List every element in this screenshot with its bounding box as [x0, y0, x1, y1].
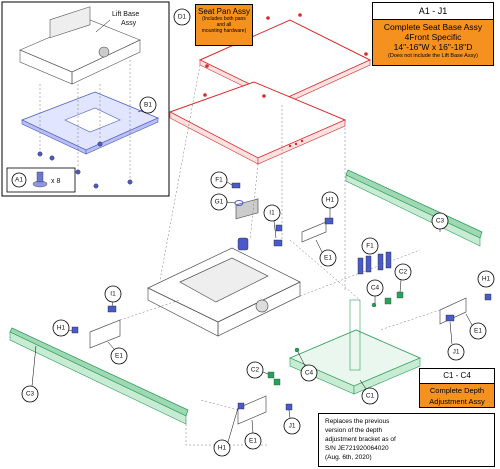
callout-b1: B1 — [137, 96, 157, 114]
svg-text:E1: E1 — [324, 255, 332, 262]
lift-base-title-1: Lift Base — [112, 11, 139, 18]
callout-e1-bottom: E1 — [244, 419, 262, 450]
svg-text:C4: C4 — [371, 285, 380, 292]
callout-h1-right: H1 — [477, 270, 495, 288]
seat-base-range-box: A1 - J1 — [372, 2, 494, 20]
callout-e1-left: E1 — [107, 341, 128, 365]
note-line2: version of the depth — [325, 427, 383, 434]
callout-c1: C1 — [359, 379, 379, 405]
svg-text:C1: C1 — [366, 393, 375, 400]
callout-e1-top: E1 — [315, 239, 337, 267]
depth-assy-line2: Adjustment Assy — [429, 397, 485, 406]
bracket-hardware — [71, 182, 492, 411]
callout-c3-left: C3 — [21, 345, 39, 403]
callout-a1-text: A1 — [15, 177, 23, 184]
svg-text:G1: G1 — [215, 199, 224, 206]
svg-text:E1: E1 — [249, 438, 257, 445]
callout-d1-text: D1 — [178, 14, 187, 21]
svg-text:I1: I1 — [110, 291, 116, 298]
callout-i1-top: I1 — [263, 204, 281, 239]
green-rail-right — [345, 169, 483, 247]
note-line4: S/N JE721920064020 — [325, 445, 389, 452]
svg-text:C3: C3 — [436, 218, 445, 225]
callout-e1-right: E1 — [465, 313, 487, 340]
lift-base-mount-plate — [20, 91, 160, 155]
callout-j1-bottom: J1 — [283, 409, 301, 435]
depth-assy-range-box: C1 - C4 — [419, 368, 495, 384]
svg-text:F1: F1 — [366, 243, 374, 250]
svg-text:C3: C3 — [26, 391, 35, 398]
green-rail-left — [9, 327, 189, 425]
callout-d1: D1 — [173, 8, 191, 26]
svg-text:C2: C2 — [251, 367, 260, 374]
callout-i1-left: I1 — [104, 285, 122, 307]
callout-f1-mid: F1 — [361, 237, 379, 255]
seat-base-line4: (Does not include the Lift Base Assy) — [388, 53, 478, 59]
depth-assy-line1: Complete Depth — [429, 386, 485, 395]
green-hardware — [267, 291, 404, 386]
svg-text:C4: C4 — [305, 370, 314, 377]
svg-text:E1: E1 — [115, 353, 123, 360]
svg-text:I1: I1 — [269, 210, 275, 217]
callout-c4-bottom: C4 — [297, 351, 318, 382]
svg-text:J1: J1 — [453, 349, 460, 356]
lift-base-inset: Lift Base Assy — [1, 1, 170, 197]
lift-base-title-2: Assy — [121, 20, 137, 27]
callout-h1-left: H1 — [52, 319, 73, 337]
svg-text:J1: J1 — [289, 423, 296, 430]
seat-pan-bottom — [168, 81, 347, 165]
svg-text:H1: H1 — [57, 325, 66, 332]
a1-qty: x 8 — [51, 178, 60, 185]
callout-b1-text: B1 — [144, 102, 152, 109]
svg-text:F1: F1 — [215, 177, 223, 184]
seat-base-line1: Complete Seat Base Assy — [383, 22, 483, 32]
seat-pan-note-2: and all — [216, 22, 232, 28]
note-line3: adjustment bracket as of — [325, 436, 396, 443]
lift-base-bolts — [37, 141, 133, 189]
callout-c4-right: C4 — [366, 279, 384, 303]
callout-c3-right: C3 — [431, 212, 449, 232]
seat-pan-title: Seat Pan Assy — [197, 7, 251, 16]
seat-base-line2: 4Front Specific — [404, 32, 462, 42]
seat-pan-note-1: (Includes both pans — [202, 16, 246, 22]
svg-text:H1: H1 — [218, 445, 227, 452]
center-mount-bolts — [237, 224, 283, 251]
callout-g1: G1 — [210, 193, 236, 211]
replacement-note-box: Replaces the previous version of the dep… — [318, 413, 495, 467]
note-line1: Replaces the previous — [325, 418, 390, 425]
seat-base-range: A1 - J1 — [418, 6, 448, 16]
callout-h1-bottom: H1 — [213, 407, 239, 457]
dashed-assembly-lines — [119, 64, 441, 446]
callout-f1-top: F1 — [210, 171, 233, 189]
svg-text:H1: H1 — [326, 197, 335, 204]
depth-assy-range: C1 - C4 — [443, 371, 471, 380]
callout-c2-right: C2 — [394, 263, 412, 293]
note-line5: (Aug. 6th, 2020) — [325, 454, 372, 461]
seat-pan-note-3: mounting hardware) — [201, 28, 247, 34]
seat-base-line3: 14"-16"W x 16"-18"D — [393, 42, 473, 52]
svg-text:H1: H1 — [482, 276, 491, 283]
lift-base-frame — [19, 6, 141, 85]
svg-text:C2: C2 — [399, 269, 408, 276]
svg-text:E1: E1 — [474, 328, 482, 335]
a1-hardware-box: A1 x 8 — [6, 167, 76, 193]
side-brackets — [89, 221, 467, 425]
seat-base-assy-box: Complete Seat Base Assy 4Front Specific … — [372, 19, 494, 66]
callout-j1-right: J1 — [447, 321, 465, 361]
depth-assy-box: Complete Depth Adjustment Assy — [419, 383, 495, 408]
callout-h1-top: H1 — [321, 191, 339, 218]
callouts: F1 G1 H1 I1 E1 C3 F1 — [21, 171, 495, 457]
seat-pan-assy-box: Seat Pan Assy (Includes both pans and al… — [195, 4, 253, 46]
callout-c2-bottom: C2 — [246, 361, 269, 379]
